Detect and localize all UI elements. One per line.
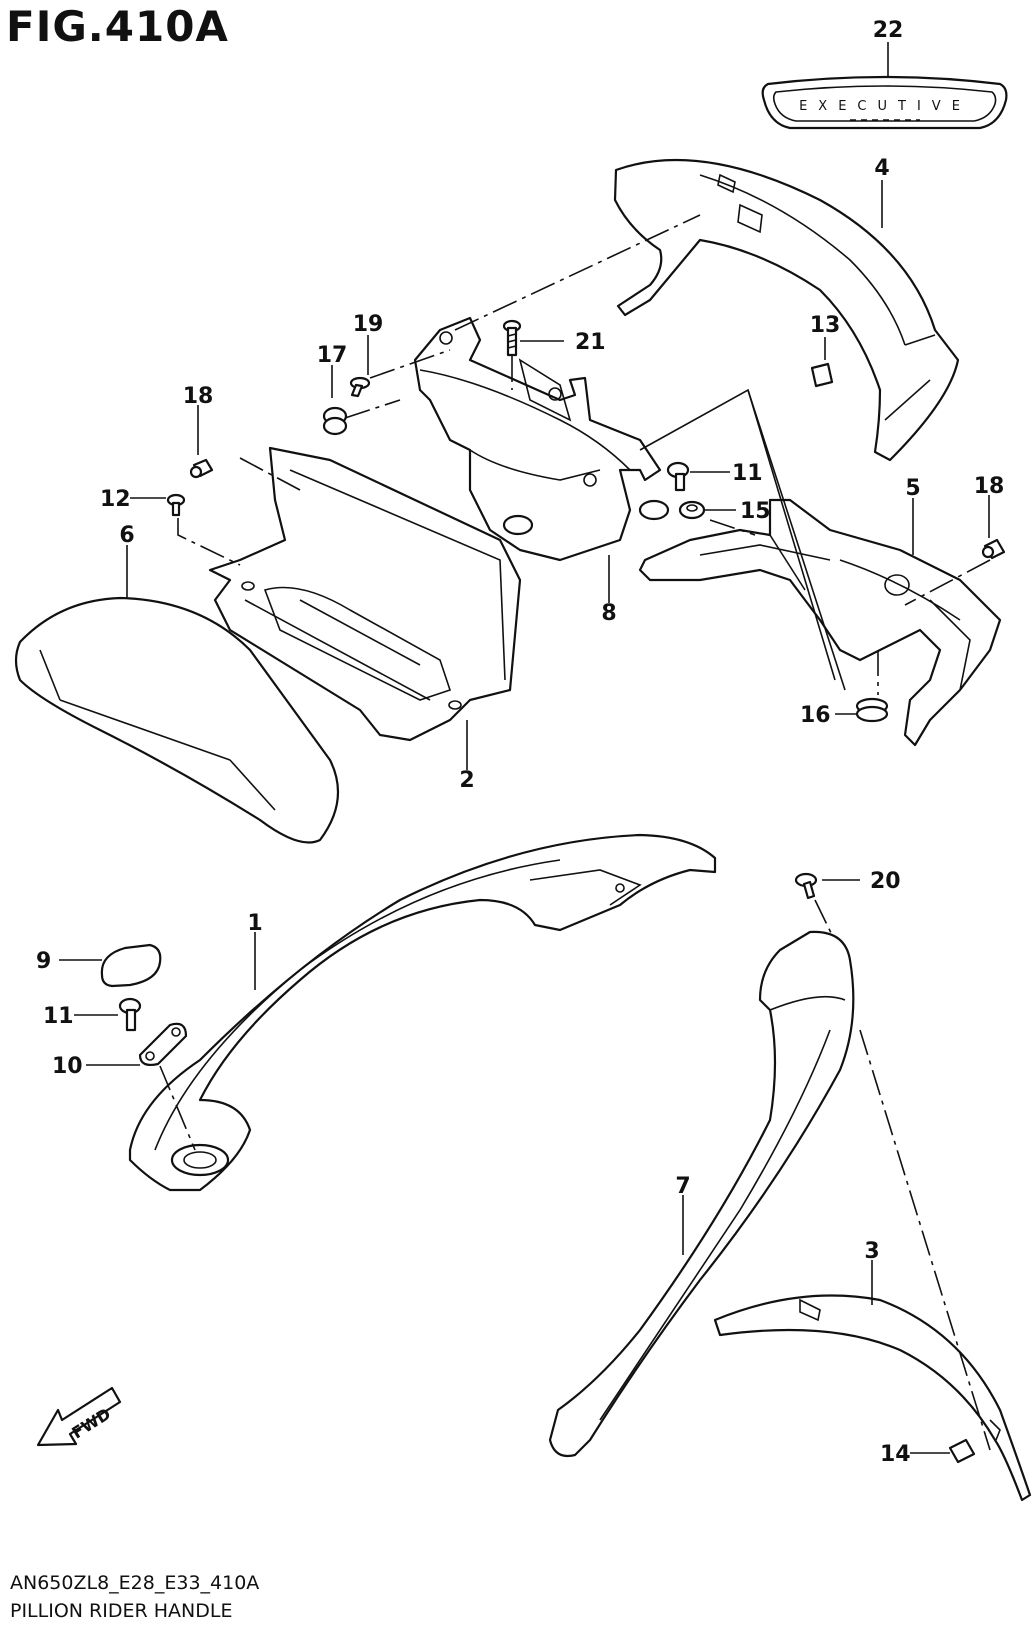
callout-5: 5	[905, 476, 920, 501]
part-18-clip-left	[189, 458, 214, 479]
callout-22: 22	[873, 18, 904, 43]
part-20-screw	[794, 872, 818, 900]
part-17-grommet	[322, 406, 348, 436]
part-13-nut	[948, 1438, 976, 1464]
part-21-bolt	[502, 319, 522, 357]
callout-13: 14	[880, 1442, 911, 1467]
callout-11-right: 11	[732, 461, 763, 486]
emblem-text: EXECUTIVE	[799, 99, 971, 114]
part-1-grab-handle	[128, 833, 717, 1192]
part-3-lower-trim	[713, 1294, 1032, 1502]
fwd-arrow-icon: FWD	[36, 1386, 122, 1447]
part-5-side-cover	[638, 498, 1002, 747]
callout-3: 3	[864, 1239, 879, 1264]
part-6-cushion	[14, 596, 340, 844]
part-15-grommet	[678, 500, 706, 520]
callout-15: 15	[740, 499, 771, 524]
callout-9: 9	[36, 949, 51, 974]
callout-2: 2	[459, 768, 474, 793]
callout-21: 21	[575, 330, 606, 355]
leader-lines	[59, 42, 990, 1454]
part-14-nut	[810, 362, 834, 388]
callout-18-right: 18	[974, 474, 1005, 499]
figure-title: FIG.410A	[6, 2, 229, 51]
callout-6: 6	[119, 523, 134, 548]
callout-16: 16	[800, 703, 831, 728]
callout-labels: 22 4 13 19 17 21 18 12 6 2 8 11 15 18 5 …	[36, 18, 1004, 1467]
callout-18-left: 18	[183, 384, 214, 409]
part-10-plate	[138, 1022, 188, 1067]
part-4-rear-cover	[613, 158, 960, 462]
part-22-emblem: EXECUTIVE	[761, 75, 1008, 130]
callout-14: 13	[810, 313, 841, 338]
part-8-bracket	[413, 316, 670, 562]
part-11-bolt-right	[666, 461, 690, 492]
part-11-bolt-left	[118, 997, 142, 1032]
callout-4: 4	[874, 156, 889, 181]
part-16-grommet	[855, 697, 889, 723]
part-7-side-handle	[548, 930, 855, 1458]
callout-12: 12	[100, 487, 131, 512]
callout-11-left: 11	[43, 1004, 74, 1029]
callout-1: 1	[247, 911, 262, 936]
part-9-plug	[100, 943, 162, 988]
callout-20: 20	[870, 869, 901, 894]
part-12-screw	[166, 493, 186, 517]
part-18-clip-right	[981, 538, 1006, 560]
callout-7: 7	[675, 1174, 690, 1199]
part-19-screw	[349, 376, 371, 398]
diagram-code: AN650ZL8_E28_E33_410A	[10, 1572, 260, 1594]
assembly-lines	[159, 214, 991, 1451]
diagram-name: PILLION RIDER HANDLE	[10, 1600, 233, 1622]
callout-10: 10	[52, 1054, 83, 1079]
part-2-inner-panel	[208, 446, 522, 742]
callout-8: 8	[601, 601, 616, 626]
callout-17: 17	[317, 343, 348, 368]
callout-19: 19	[353, 312, 384, 337]
